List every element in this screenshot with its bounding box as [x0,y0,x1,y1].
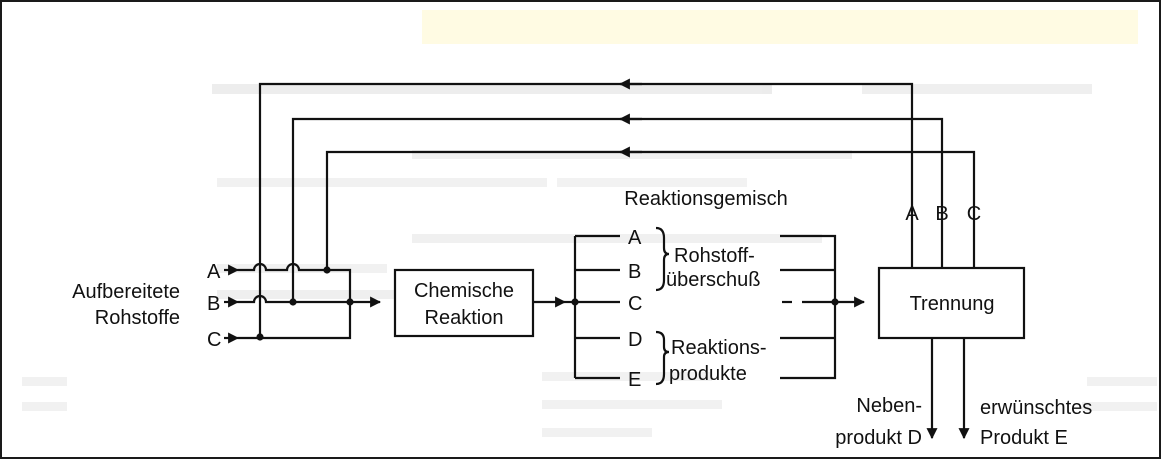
reaction-box-label: Chemische [414,280,514,302]
desired-product-label-line2: Produkt E [980,427,1068,449]
feed-title: Aufbereitete [72,281,180,303]
byproduct-label-line2: produkt D [835,427,922,449]
reactor-output [533,234,620,380]
feed-title-line2: Rohstoffe [95,307,180,329]
separation-label: Trennung [910,293,995,315]
input-c-label: C [207,329,221,351]
mix-b-label: B [628,261,641,283]
separation-box [877,266,1026,340]
mixture-title: Reaktionsgemisch [624,188,787,210]
recycle-b-label: B [935,203,948,225]
excess-label-line2: überschuß [666,269,761,291]
excess-brace [655,226,670,292]
reaction-box-label-line2: Reaktion [425,307,504,329]
recycle-a-label: A [905,203,919,225]
products-brace [655,330,670,386]
feed-inputs [224,262,382,344]
mix-a-label: A [628,227,642,249]
mix-e-label: E [628,369,641,391]
excess-label: Rohstoff- [674,245,755,267]
background-bleed-text [22,84,1157,437]
separator-outputs [910,242,976,440]
mixture-lines [780,234,866,380]
mix-d-label: D [628,329,642,351]
desired-product-label: erwünschtes [980,397,1092,419]
products-label-line2: produkte [669,363,747,385]
byproduct-label: Neben- [856,395,922,417]
mix-c-label: C [628,293,642,315]
input-b-label: B [207,293,220,315]
highlight-band [422,10,1138,44]
input-a-label: A [207,261,221,283]
recycle-lines [258,78,976,337]
recycle-c-label: C [967,203,981,225]
products-label: Reaktions- [671,337,767,359]
